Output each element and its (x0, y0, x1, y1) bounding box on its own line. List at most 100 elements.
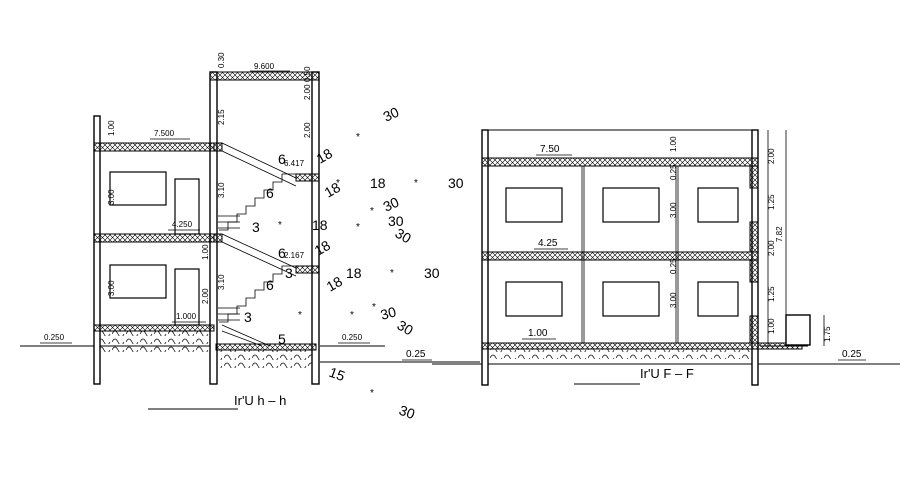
wall-hatch-1 (749, 165, 759, 189)
level-roof: 7.500 (154, 129, 175, 138)
rvdim-9: 1.00 (767, 318, 776, 334)
vdim-11: 3.00 (107, 189, 116, 205)
note-12: 18 (312, 217, 328, 233)
note-23: * (298, 310, 302, 321)
vdim-5: 1.00 (107, 120, 116, 136)
section-right-title: Ir'U F – F (640, 366, 694, 381)
level-r-roof: 7.50 (540, 144, 560, 155)
level-site-mid: 0.25 (406, 349, 426, 360)
level-ground: 1.000 (176, 312, 197, 321)
note-11: * (356, 222, 360, 233)
window-upper-left (109, 171, 167, 206)
wall-hatch-3 (749, 259, 759, 283)
stair-mark-0: 6 (278, 151, 286, 167)
right-first-slab (481, 251, 759, 261)
stair-flight-5 (221, 324, 271, 347)
window-r-upper-1 (505, 187, 563, 223)
note-21: * (350, 310, 354, 321)
rvdim-3: 0.25 (669, 258, 678, 274)
window-r-lower-2 (602, 281, 660, 317)
stair-mark-6: 3 (244, 309, 252, 325)
note-6: * (414, 178, 418, 189)
section-right: 7.50 4.25 1.00 0.25 1.00 0.25 3.00 0.25 … (432, 129, 900, 386)
soil-stair (217, 350, 312, 368)
stair-railing-1 (218, 215, 240, 229)
level-roof-stair: 9.600 (254, 62, 275, 71)
section-left-title: Ir'U h – h (234, 393, 286, 408)
note-15: 18 (312, 237, 334, 259)
vertical-dimensions-left: 0.30 2.15 2.00 0.50 1.00 3.10 1.00 3.10 … (107, 52, 312, 304)
level-r-site: 0.25 (842, 349, 862, 360)
soil-left (100, 331, 210, 353)
stair-mark-4: 3 (285, 265, 293, 281)
note-24: 30 (395, 317, 417, 339)
vdim-8: 3.10 (217, 274, 226, 290)
wall-hatch-4 (749, 315, 759, 344)
stair-base-slab (215, 343, 317, 351)
door-upper-left (174, 178, 200, 235)
vdim-6: 3.10 (217, 182, 226, 198)
vdim-0: 0.30 (217, 52, 226, 68)
vdim-1: 2.15 (217, 109, 226, 125)
window-r-upper-3 (697, 187, 739, 223)
soil-right (488, 349, 752, 359)
rvdim-0: 1.00 (669, 136, 678, 152)
note-22: 18 (324, 273, 346, 295)
note-25: 15 (327, 364, 347, 384)
note-17: * (390, 268, 394, 279)
vdim-12: 3.00 (107, 280, 116, 296)
note-2: 18 (314, 145, 336, 167)
note-4: * (336, 178, 340, 189)
stair-roof-slab (209, 71, 320, 81)
note-0: 30 (381, 104, 402, 125)
note-3: 18 (322, 179, 344, 201)
stair-mark-5: 6 (266, 277, 274, 293)
rvdim-6: 1.25 (767, 194, 776, 210)
stair-mark-2: 3 (252, 219, 260, 235)
stair-notes: 30 * 18 18 * 30 * 18 * 30 30 * 18 * 30 1… (278, 104, 464, 423)
stair-flight-3 (221, 233, 297, 277)
level-site-left: 0.250 (44, 333, 65, 342)
level-site-right: 0.250 (342, 333, 363, 342)
window-lower-left (109, 264, 167, 299)
stair-mark-7: 5 (278, 331, 286, 347)
note-1: * (356, 132, 360, 143)
note-18: 18 (346, 265, 362, 281)
right-roof-slab (481, 157, 759, 167)
level-landing-lower: 2.167 (284, 251, 305, 260)
stair-railing-2 (218, 307, 240, 321)
landing-lower (295, 265, 320, 274)
window-r-lower-3 (697, 281, 739, 317)
stair-flight-1 (221, 142, 297, 187)
note-9: 30 (381, 194, 402, 215)
vertical-dimensions-right: 1.00 0.25 3.00 0.25 3.00 2.00 1.25 2.00 … (669, 136, 832, 342)
window-r-lower-1 (505, 281, 563, 317)
stair-slab-stub-1 (209, 142, 223, 152)
note-27: 30 (397, 402, 417, 422)
note-26: * (370, 388, 374, 399)
rvdim-8: 1.25 (767, 286, 776, 302)
rvdim-1: 0.25 (669, 164, 678, 180)
first-slab-left (93, 233, 215, 243)
rvdim-11: 1.75 (823, 326, 832, 342)
vdim-9: 2.00 (303, 122, 312, 138)
boundary-wall (785, 314, 811, 346)
note-7: 18 (370, 175, 386, 191)
rvdim-5: 2.00 (767, 148, 776, 164)
stair-mark-1: 6 (266, 185, 274, 201)
rvdim-10: 7.82 (775, 226, 784, 242)
note-10: 30 (393, 225, 415, 247)
level-landing-upper: 6.417 (284, 159, 305, 168)
rvdim-7: 2.00 (767, 240, 776, 256)
note-8: * (370, 206, 374, 217)
level-r-ground: 1.00 (528, 328, 548, 339)
note-13: * (278, 220, 282, 231)
right-ground-slab (481, 342, 803, 350)
section-left: 9.600 7.500 4.250 1.000 0.250 0.250 0.25… (20, 52, 480, 422)
left-wing-outer-wall (93, 115, 101, 385)
door-lower-left (174, 268, 200, 326)
stair-left-wall (209, 71, 218, 385)
wall-hatch-2 (749, 221, 759, 253)
level-r-first: 4.25 (538, 238, 558, 249)
